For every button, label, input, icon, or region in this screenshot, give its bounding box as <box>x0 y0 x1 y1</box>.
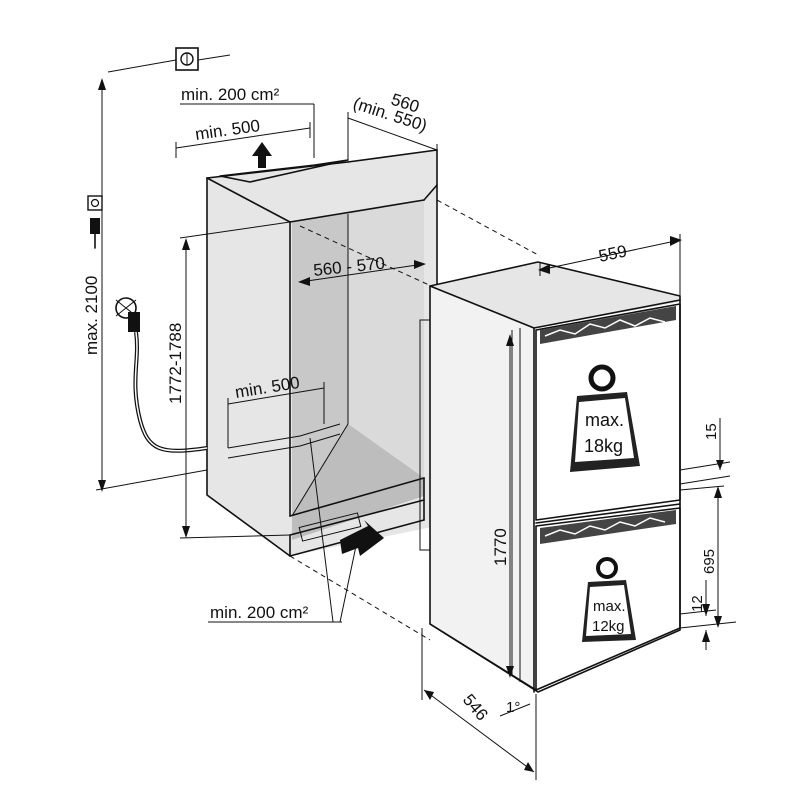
arrow-in-icon <box>340 520 384 556</box>
opening-top-dimension: min. 500 <box>175 116 311 168</box>
drawer-695-label: 695 <box>701 549 718 574</box>
vent-bottom-dimension: min. 200 cm² <box>208 437 384 623</box>
power-socket-top <box>107 47 231 73</box>
niche-height-dimension: 1772-1788 <box>166 221 291 539</box>
gap-12-dimension: 12 <box>679 580 717 650</box>
weight-icon <box>570 364 640 472</box>
weight-lower-line2: 12kg <box>592 618 625 635</box>
appliance-width-label: 559 <box>597 241 629 265</box>
vent-top-dimension: min. 200 cm² <box>180 85 315 158</box>
refrigerator-unit <box>419 261 681 693</box>
vent-bottom-label: min. 200 cm² <box>210 603 309 622</box>
water-connection <box>115 297 208 453</box>
weight-lower: max. 12kg <box>582 557 636 642</box>
niche-height-label: 1772-1788 <box>166 323 185 404</box>
gap-15-label: 15 <box>703 423 720 440</box>
weight-upper-line1: max. <box>585 410 624 430</box>
weight-lower-line1: max. <box>593 598 626 615</box>
gap-15-dimension: 15 <box>679 418 731 485</box>
weight-icon <box>582 557 636 642</box>
arrow-up-icon <box>252 142 272 168</box>
drawer-695-dimension: 695 <box>679 485 737 629</box>
height-max-label: max. 2100 <box>82 276 101 355</box>
height-max-dimension: max. 2100 <box>82 78 208 492</box>
installation-niche <box>206 149 438 557</box>
weight-upper-line2: 18kg <box>584 436 623 456</box>
door-angle-label: 1° <box>506 699 520 716</box>
weight-upper: max. 18kg <box>570 364 640 472</box>
appliance-height-label: 1770 <box>491 528 510 566</box>
opening-top-label: min. 500 <box>194 116 261 144</box>
niche-depth-dimension: 560 (min. 550) <box>347 90 438 160</box>
power-plug-side <box>87 195 103 249</box>
vent-top-label: min. 200 cm² <box>181 85 280 104</box>
power-plug-icon <box>87 195 103 211</box>
gap-12-label: 12 <box>689 595 706 612</box>
appliance-height-dimension: 1770 <box>491 334 514 678</box>
